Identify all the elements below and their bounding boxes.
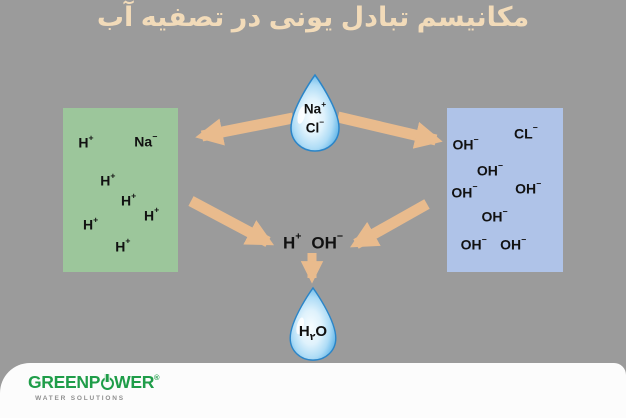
arrow-drop-to-cation-box: [195, 112, 295, 146]
page-title: مکانیسم تبادل یونی در تصفیه آب: [96, 2, 530, 32]
ion-label: H+: [78, 132, 94, 151]
ion-label: OH−: [311, 231, 344, 253]
greenpower-logo: GREENP WER® WATER SOLUTIONS: [28, 372, 160, 402]
ion-label: H+: [120, 190, 137, 209]
arrow-drop-to-anion-box: [336, 111, 443, 149]
ion-label: Na+: [303, 98, 327, 117]
water-formula: H۲O: [298, 323, 328, 342]
registered-mark: ®: [154, 373, 160, 382]
salt-water-drop: Na+Cl−: [286, 73, 344, 153]
ion-label: OH−: [515, 178, 542, 197]
ion-label: H+: [115, 236, 131, 255]
ion-label: OH−: [476, 160, 503, 179]
ion-label: OH−: [460, 234, 487, 253]
ion-label: H+: [100, 170, 116, 189]
ion-label: CL−: [514, 122, 538, 141]
ion-label: H+: [82, 214, 99, 233]
arrow-cation-box-to-center: [188, 196, 275, 247]
water-drop-icon: [289, 286, 337, 361]
ion-label: OH−: [500, 234, 527, 253]
ion-label: Na−: [134, 131, 158, 150]
logo-wordmark: GREENP WER®: [28, 372, 160, 392]
logo-tagline: WATER SOLUTIONS: [35, 394, 125, 402]
logo-bar: GREENP WER® WATER SOLUTIONS: [0, 363, 626, 418]
ion-label: OH−: [481, 206, 508, 225]
logo-text-right: WER: [114, 372, 155, 392]
logo-text-left: GREENP: [28, 372, 101, 392]
ion-label: H+: [143, 204, 160, 223]
ion-label: OH−: [452, 134, 479, 153]
anion-resin-box: CL−OH−OH−OH−OH−OH−OH−OH−: [447, 108, 563, 272]
salt-ions-label: Na+Cl−: [286, 98, 344, 137]
cation-resin-box: H+Na−H+H+H+H+H+: [63, 108, 178, 272]
ion-label: OH−: [451, 182, 478, 200]
hydrogen-hydroxide-label: H+ OH−: [278, 231, 348, 254]
ion-label: H+: [282, 231, 302, 253]
pure-water-drop: H۲O: [285, 286, 341, 362]
arrow-anion-box-to-center: [350, 199, 430, 249]
water-drop-icon: [290, 73, 340, 152]
ion-label: Cl−: [305, 117, 325, 136]
power-icon: [100, 376, 114, 390]
